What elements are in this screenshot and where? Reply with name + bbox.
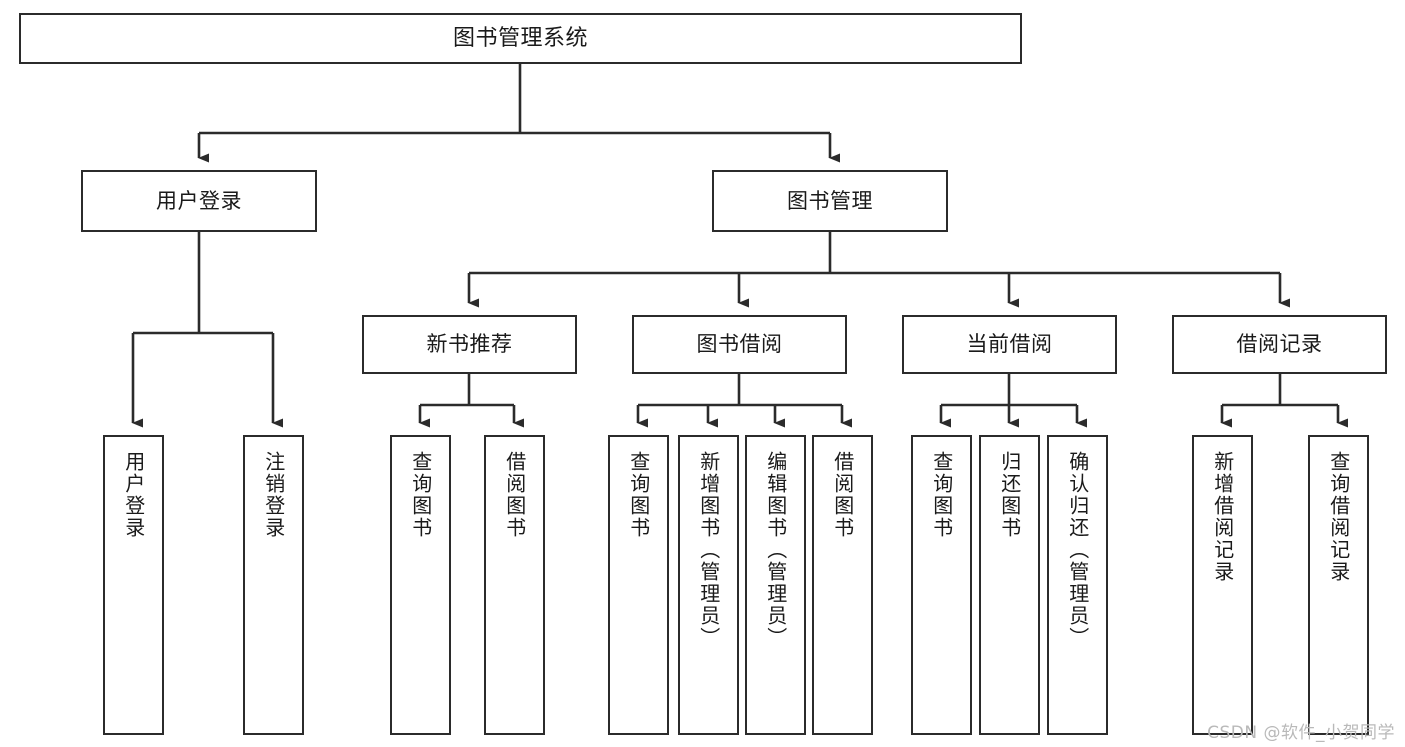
node-book-borrow-label: 图书借阅	[696, 332, 783, 356]
leaf-current-borrow-confirm-return[interactable]: 确认归还（管理员）	[1047, 435, 1108, 735]
node-current-borrow[interactable]: 当前借阅	[902, 315, 1117, 374]
leaf-label: 归还图书	[997, 451, 1022, 539]
leaf-label: 查询图书	[929, 451, 954, 539]
leaf-current-borrow-search[interactable]: 查询图书	[911, 435, 972, 735]
leaf-label: 注销登录	[261, 451, 286, 539]
node-borrow-record-label: 借阅记录	[1236, 332, 1323, 356]
node-new-book-recommend-label: 新书推荐	[426, 332, 513, 356]
leaf-label: 查询借阅记录	[1326, 451, 1351, 583]
node-book-management-label: 图书管理	[787, 188, 873, 213]
leaf-borrow-record-search[interactable]: 查询借阅记录	[1308, 435, 1369, 735]
leaf-book-borrow-borrow[interactable]: 借阅图书	[812, 435, 873, 735]
node-current-borrow-label: 当前借阅	[966, 332, 1053, 356]
node-new-book-recommend[interactable]: 新书推荐	[362, 315, 577, 374]
node-borrow-record[interactable]: 借阅记录	[1172, 315, 1387, 374]
leaf-label: 编辑图书（管理员）	[763, 451, 788, 649]
node-book-borrow[interactable]: 图书借阅	[632, 315, 847, 374]
node-root-label: 图书管理系统	[452, 25, 588, 51]
leaf-label: 查询图书	[626, 451, 651, 539]
leaf-new-book-search[interactable]: 查询图书	[390, 435, 451, 735]
leaf-label: 用户登录	[121, 451, 146, 539]
node-book-management[interactable]: 图书管理	[712, 170, 948, 232]
leaf-book-borrow-edit[interactable]: 编辑图书（管理员）	[745, 435, 806, 735]
leaf-label: 查询图书	[408, 451, 433, 539]
leaf-user-login-login[interactable]: 用户登录	[103, 435, 164, 735]
leaf-user-login-logout[interactable]: 注销登录	[243, 435, 304, 735]
node-user-login[interactable]: 用户登录	[81, 170, 317, 232]
leaf-borrow-record-add[interactable]: 新增借阅记录	[1192, 435, 1253, 735]
leaf-label: 确认归还（管理员）	[1065, 451, 1090, 649]
leaf-label: 新增图书（管理员）	[696, 451, 721, 649]
node-user-login-label: 用户登录	[156, 188, 242, 213]
leaf-new-book-borrow[interactable]: 借阅图书	[484, 435, 545, 735]
leaf-current-borrow-return[interactable]: 归还图书	[979, 435, 1040, 735]
watermark: CSDN @软件_小贺同学	[1207, 723, 1395, 743]
node-root[interactable]: 图书管理系统	[19, 13, 1022, 64]
leaf-book-borrow-add[interactable]: 新增图书（管理员）	[678, 435, 739, 735]
leaf-label: 借阅图书	[830, 451, 855, 539]
leaf-label: 新增借阅记录	[1210, 451, 1235, 583]
leaf-label: 借阅图书	[502, 451, 527, 539]
leaf-book-borrow-search[interactable]: 查询图书	[608, 435, 669, 735]
